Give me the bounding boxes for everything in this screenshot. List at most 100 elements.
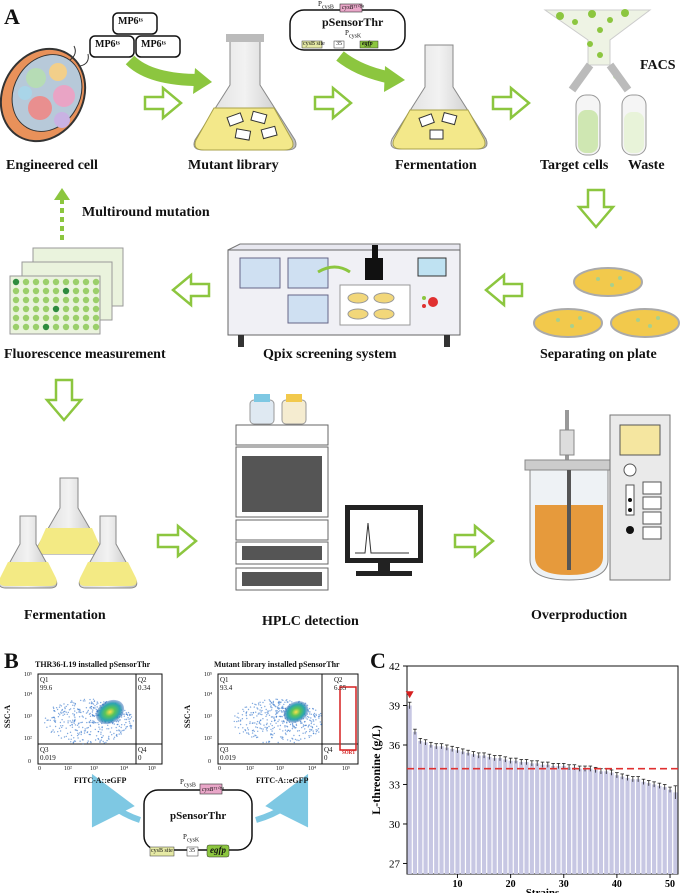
down-arrow-fluorescence [44,378,84,422]
mp6-left-label: MP6ᵗˢ [95,39,120,50]
curved-arrow-1 [125,55,201,86]
xtick-label-30: 30 [559,879,569,890]
bar-strain-20 [508,760,513,874]
label-facs: FACS [640,58,676,73]
plasmid-bottom-gene1: cysBᵀ¹⁰²ᴬ [202,787,225,793]
bar-strain-41 [620,776,625,874]
bar-strain-21 [513,760,518,874]
xtick-label-20: 20 [506,879,516,890]
hplc-instrument [235,394,329,591]
bar-strain-47 [652,784,657,874]
bar-strain-43 [630,779,635,874]
chart-xlabel: Strains [526,887,560,893]
engineered-cell-illustration [0,45,89,143]
mp6-boxes [89,12,181,58]
flow-left-xtick-2: 10³ [90,766,98,772]
plasmid-top-promoter2: PcysK [345,29,362,40]
cyan-arrow-right [255,773,309,828]
label-fermentation-bottom: Fermentation [24,608,106,623]
ytick-label-42: 42 [389,661,400,673]
flow-left-ytick-3: 10² [24,736,32,742]
bar-strain-25 [535,763,540,874]
ytick-label-36: 36 [389,740,401,752]
label-target-cells: Target cells [540,158,609,173]
process-arrows-row2 [171,272,524,308]
bar-strain-34 [582,768,588,874]
plasmid-bottom-gene2: egfp [210,845,226,855]
bar-strain-8 [444,747,449,874]
bar-strain-44 [636,779,641,874]
bar-strain-35 [588,768,593,874]
plasmid-bottom-promoter1: PcysB [180,778,196,789]
bar-strain-15 [481,755,487,874]
plasmid-bottom-promoter2: PcysK [183,833,200,844]
flow-right-ytick-4: 0 [208,759,211,765]
bar-strain-29 [556,766,561,874]
chart-ylabel: L-threonine (g/L) [369,725,383,814]
label-fluorescence-measurement: Fluorescence measurement [4,347,166,362]
plasmid-top-gene1: cysBᵀ¹⁰²ᴬ [342,5,365,11]
label-qpix-system: Qpix screening system [263,347,397,362]
flow-left-xtick-4: 10⁵ [148,766,157,772]
bar-strain-4 [423,742,428,874]
plasmid-top-rbs: 35 [336,41,342,47]
flow-right-title: Mutant library installed pSensorThr [214,660,340,669]
flow-right-ytick-2: 10³ [204,714,212,720]
flow-right-ytick-3: 10² [204,736,212,742]
highlight-marker [405,691,414,699]
bar-strain-39 [609,772,614,874]
qpix-machine [227,243,461,347]
plasmid-top-promoter1: PcysB [318,0,334,11]
bar-strain-28 [551,766,556,874]
bar-strain-22 [519,762,524,874]
plasmid-top [289,3,406,51]
bar-strain-5 [428,744,433,874]
bar-strain-2 [412,731,418,874]
bar-strain-51 [673,792,678,874]
plasmid-top-name: pSensorThr [322,15,384,29]
flow-right-xtick-1: 10² [246,766,254,772]
label-multiround-mutation: Multiround mutation [82,205,210,220]
panel-label-a: A [4,4,20,29]
down-arrow-facs [576,188,616,229]
bar-strain-42 [625,777,630,874]
plasmid-top-gene2: egfp [362,41,373,47]
bar-strain-40 [614,775,619,874]
bar-strain-14 [476,755,481,874]
xtick-label-50: 50 [665,879,675,890]
flow-left-xlabel: FITC-A::eGFP [74,776,127,785]
bar-strain-23 [524,762,529,874]
bar-strain-19 [503,759,508,874]
bar-strain-24 [529,763,534,874]
process-arrows-row1 [143,85,531,121]
bar-strain-32 [572,767,577,874]
bar-strain-38 [604,771,609,874]
bar-strain-49 [662,787,667,874]
flow-right-xtick-0: 0 [218,766,221,772]
flow-left-xtick-3: 10⁴ [120,766,129,772]
flow-right-xlabel: FITC-A::eGFP [256,776,309,785]
plasmid-bottom [143,783,253,858]
bar-strain-12 [466,752,471,874]
cyan-arrow-left [91,773,141,828]
label-overproduction: Overproduction [531,608,628,623]
flasks-fermentation-bottom [0,477,138,589]
computer-monitor [345,505,423,576]
bar-strain-13 [471,754,476,874]
bar-strain-16 [487,756,492,874]
panel-label-c: C [370,648,386,673]
bar-strain-1 [407,705,412,874]
flow-left-ytick-0: 10⁵ [24,672,33,678]
bar-strain-30 [561,766,566,874]
flask-mutant-library [193,34,297,151]
bar-strain-6 [434,746,439,874]
panel-label-b: B [4,648,19,673]
